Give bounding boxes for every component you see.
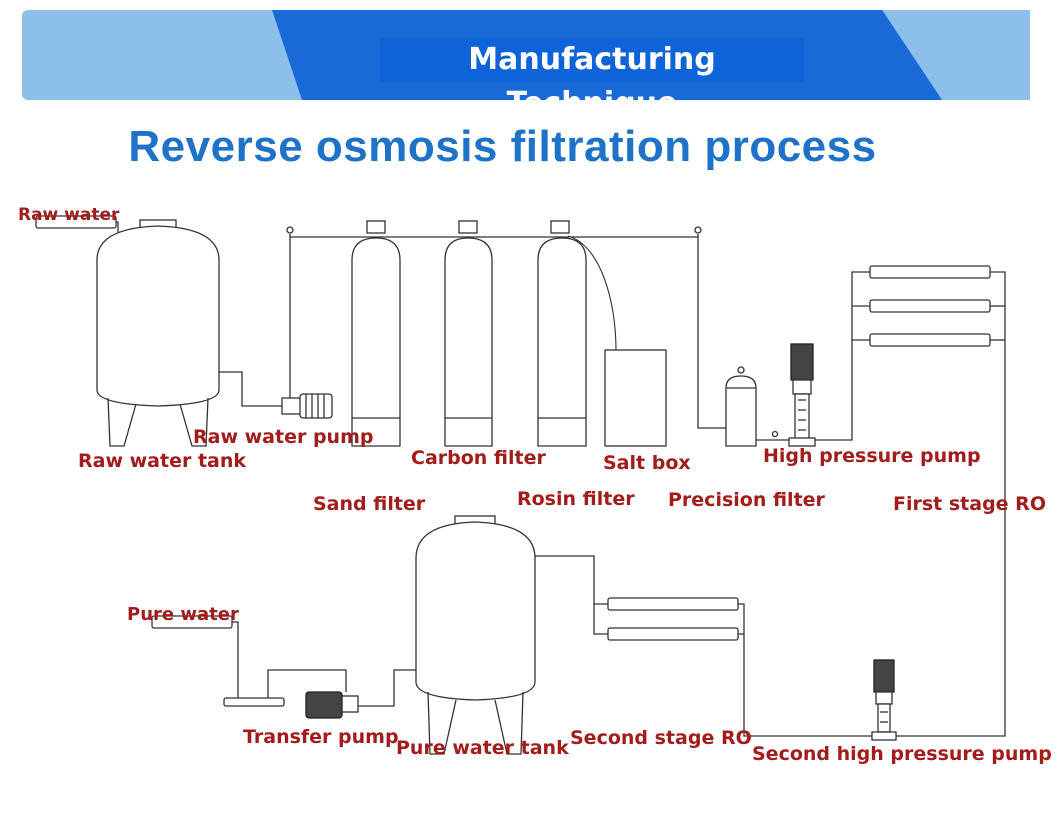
pure-water-tank — [415, 515, 536, 755]
label-second-stage-ro: Second stage RO — [570, 727, 752, 749]
pipe-transfer-to-outlet — [267, 669, 347, 700]
rosin-filter — [537, 220, 617, 447]
page-title: Reverse osmosis filtration process — [128, 122, 877, 171]
salt-box — [604, 349, 667, 447]
banner-title: Manufacturing Technique — [380, 38, 804, 121]
label-second-high-pressure-pump: Second high pressure pump — [752, 743, 1052, 765]
pure-water-outlet — [152, 621, 239, 698]
label-sand-filter: Sand filter — [313, 493, 426, 515]
label-raw-water: Raw water — [18, 205, 120, 225]
pipe-ro1-down — [896, 271, 1006, 737]
transfer-pump — [305, 691, 359, 719]
pipe-tank-to-pump — [219, 371, 282, 407]
label-high-pressure-pump: High pressure pump — [763, 445, 981, 467]
second-stage-ro — [607, 597, 739, 641]
label-raw-water-pump: Raw water pump — [193, 426, 374, 448]
label-salt-box: Salt box — [603, 452, 691, 474]
raw-water-tank — [96, 219, 220, 447]
label-raw-water-tank: Raw water tank — [78, 450, 247, 472]
label-transfer-pump: Transfer pump — [243, 726, 399, 748]
pipe-to-precision-filter — [697, 234, 726, 429]
first-stage-ro — [869, 265, 991, 347]
precision-filter — [725, 366, 757, 447]
pipe-hp2-to-ro2 — [738, 603, 872, 737]
label-precision-filter: Precision filter — [668, 489, 825, 511]
label-carbon-filter: Carbon filter — [411, 447, 546, 469]
pipe-tank-to-transfer — [356, 669, 416, 707]
label-first-stage-ro: First stage RO — [893, 493, 1046, 515]
second-high-pressure-pump — [871, 659, 897, 741]
raw-water-inlet — [35, 215, 119, 232]
raw-water-pump — [281, 393, 333, 419]
high-pressure-pump — [788, 343, 816, 447]
label-pure-water-tank: Pure water tank — [396, 737, 569, 759]
carbon-filter — [444, 220, 493, 447]
header-banner: Manufacturing Technique — [22, 10, 1030, 121]
sand-filter — [351, 220, 401, 447]
label-pure-water: Pure water — [127, 604, 239, 625]
pipe-hp-to-ro1 — [815, 271, 870, 441]
label-rosin-filter: Rosin filter — [517, 488, 635, 510]
pipe-ro2-to-tank — [535, 555, 608, 605]
